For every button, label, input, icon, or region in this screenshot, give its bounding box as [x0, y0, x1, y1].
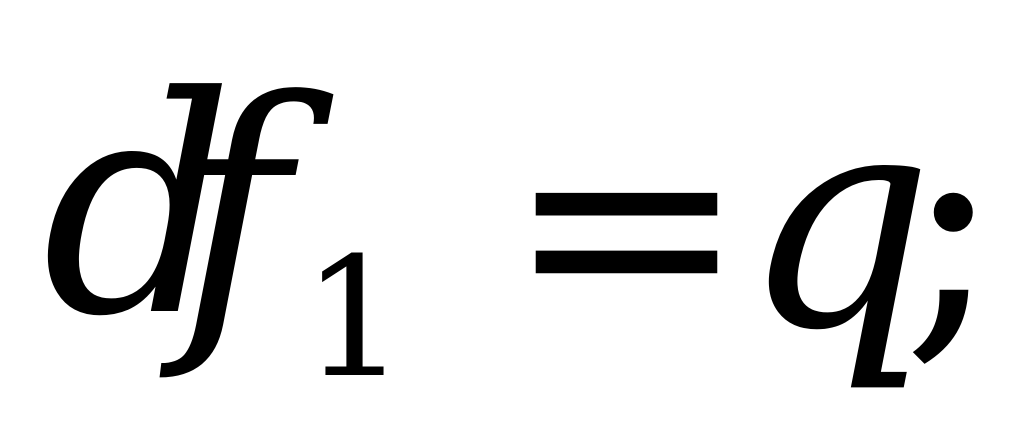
variable-f: f — [178, 37, 290, 386]
subscript-one: 1 — [302, 222, 407, 414]
semicolon: ; — [902, 45, 1004, 394]
variable-d: d — [42, 33, 235, 382]
variable-q: q — [742, 47, 935, 396]
equals-sign: = — [505, 56, 748, 393]
